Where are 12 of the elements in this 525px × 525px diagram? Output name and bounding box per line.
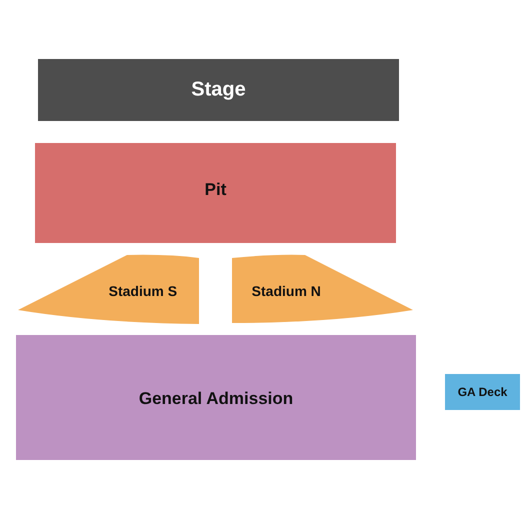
seating-section: [35, 143, 396, 243]
section-label: GA Deck: [458, 385, 508, 399]
section-label: Pit: [204, 180, 226, 200]
section-label: Stage: [191, 78, 246, 102]
seating-section: [16, 335, 416, 460]
seating-section: [445, 374, 520, 410]
seating-section: [18, 255, 199, 325]
section-label: Stadium N: [252, 283, 321, 300]
section-label: General Admission: [138, 388, 294, 409]
section-label: Stadium S: [108, 283, 178, 300]
seating-section: [232, 255, 413, 325]
stage-area: [38, 59, 399, 121]
